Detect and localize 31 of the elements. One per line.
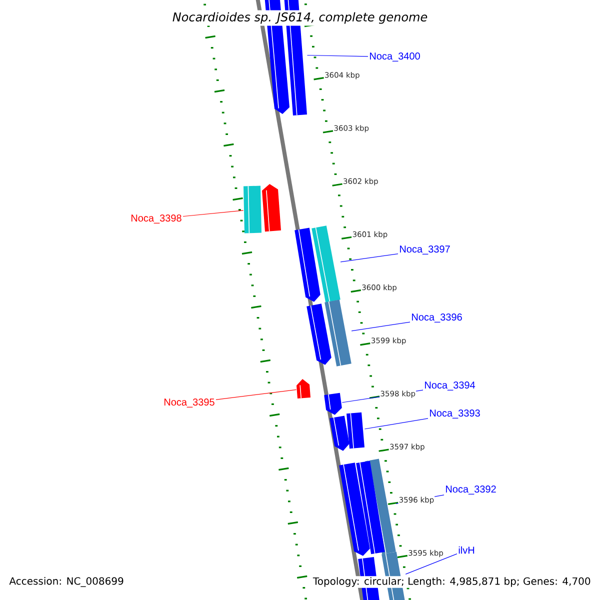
gene-bar [294,228,320,302]
gene-bar [306,304,332,365]
gene-bar [296,379,310,399]
gene-bar [356,460,385,554]
leader-line [340,254,398,262]
gene-label: Noca_3394 [425,382,476,390]
gene-bar [346,412,364,449]
gene-label: Noca_3395 [164,398,214,408]
gene-label: Noca_3400 [370,52,420,62]
gene-bar [324,392,342,415]
leader-line [182,210,244,217]
gene-label: Noca_3393 [430,410,480,418]
gene-bar [324,300,352,366]
gene-bar [244,186,262,234]
gene-label: ilvH [458,546,474,554]
leader-line [364,418,428,430]
gene-bar [339,462,370,556]
footer-text: Accession: NC_008699 [8,576,125,588]
gene-label: Noca_3398 [131,214,182,224]
leader-line [306,54,368,57]
title: Nocardioides sp. JS614, complete genome [170,10,430,26]
gene-label: Noca_3392 [446,486,496,494]
gene-bar [262,184,281,232]
leader-line [405,554,458,574]
gene-label: Noca_3397 [400,246,450,254]
gene-label: Noca_3396 [412,314,462,322]
gene-bar [330,416,350,451]
leader-line [216,389,297,400]
footer-text: Topology: circular; Length: 4,985,871 bp; Genes: 4,700 [312,576,592,588]
gene-bar [312,226,340,302]
leader-line [351,322,410,332]
